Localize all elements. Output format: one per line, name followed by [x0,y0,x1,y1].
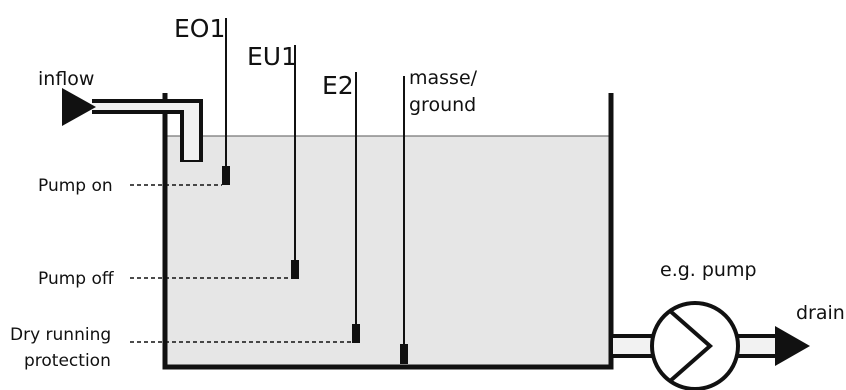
probe-eo1-label: EO1 [174,14,225,43]
pump-off-label: Pump off [38,269,115,289]
inflow-pipe-fill [92,103,199,110]
inflow-arrow-icon [62,88,96,126]
pump-label: e.g. pump [660,259,757,281]
drain-label: drain [796,302,845,324]
ground-label-line1: masse/ [409,67,478,89]
pump-symbol-icon [650,301,740,390]
dry-running-label-line1: Dry running [10,325,111,345]
probe-eu1-label: EU1 [247,42,297,71]
drain-arrow-icon [775,326,810,366]
ground-label-line2: ground [409,94,476,116]
pump-on-label: Pump on [38,176,113,196]
inflow-pipe-fill-vertical [184,110,199,160]
outlet-pipe-fill [613,338,653,354]
water-body [165,136,611,367]
probe-eu1-tip [291,260,299,279]
probe-e2-tip [352,324,360,343]
probe-ground-tip [400,344,408,364]
probe-eo1-tip [222,166,230,185]
inflow-label: inflow [38,68,94,90]
drain-pipe-fill [737,338,782,354]
tank-wall [162,93,614,370]
drain-pipe [737,334,782,358]
outlet-pipe-to-pump [611,334,655,358]
probe-e2-label: E2 [322,71,354,100]
pump-chevron-icon [667,308,714,384]
dry-running-label-line2: protection [24,351,111,371]
